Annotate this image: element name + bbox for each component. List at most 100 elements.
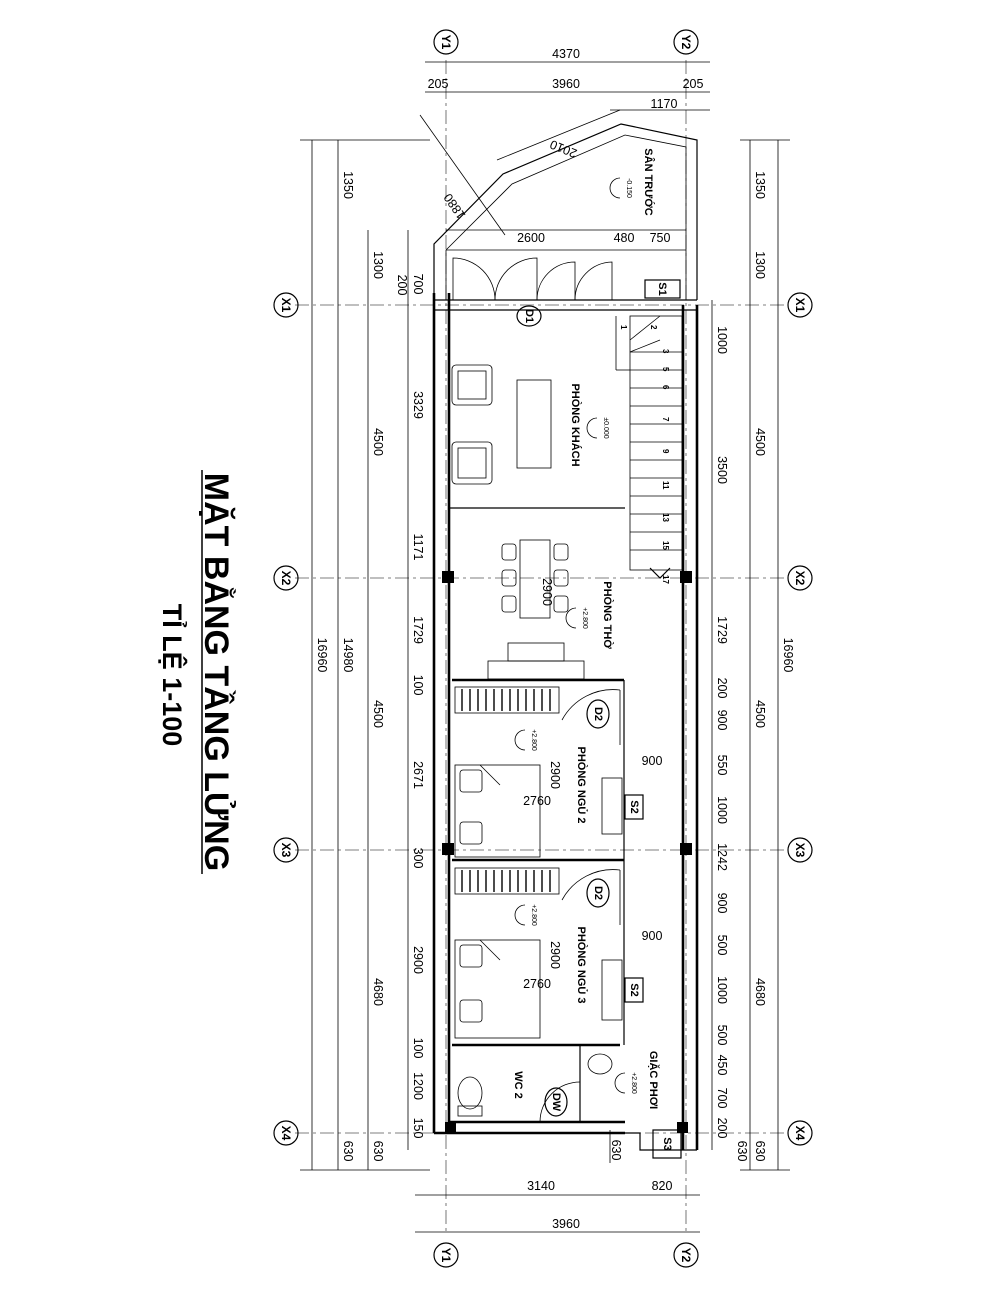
axis-x4-right: X4 <box>793 1126 807 1141</box>
dim-right-1242: 1242 <box>715 843 729 871</box>
axis-x2-left: X2 <box>279 571 293 586</box>
dim-left-3329: 3329 <box>411 391 425 419</box>
level-bed3: +2.800 <box>530 904 537 926</box>
stair-step-7: 7 <box>661 417 670 422</box>
stair-step-9: 9 <box>661 449 670 454</box>
dim-bottom-820: 820 <box>652 1179 673 1193</box>
dim-left-1171: 1171 <box>411 534 425 561</box>
stair-step-1: 1 <box>619 325 628 330</box>
dim-right-3500: 3500 <box>715 456 729 484</box>
stair-step-6: 6 <box>661 385 670 390</box>
tag-d2-bed3: D2 <box>592 886 604 900</box>
dim-right-200: 200 <box>715 678 729 699</box>
dim-inner-900-bed2: 900 <box>642 754 663 768</box>
dim-right-1300: 1300 <box>753 251 767 279</box>
dim-top-1880: 1880 <box>441 191 468 222</box>
dim-top-2600: 2600 <box>517 231 545 245</box>
dim-right-1729: 1729 <box>715 616 729 644</box>
tag-dw: DW <box>550 1093 562 1112</box>
axis-x3-left: X3 <box>279 843 293 858</box>
dim-right-700: 700 <box>715 1088 729 1109</box>
dim-inner-2760-bed2: 2760 <box>523 794 551 808</box>
room-labels: SÂN TRƯỚC PHÒNG KHÁCH PHÒNG THỜ PHÒNG NG… <box>512 148 660 1109</box>
axis-x2-right: X2 <box>793 571 807 586</box>
dim-right-1000-a: 1000 <box>715 326 729 354</box>
dim-top-1170: 1170 <box>651 97 678 111</box>
tag-s1: S1 <box>656 282 668 295</box>
dim-right-630: 630 <box>753 1141 767 1162</box>
door-window-tags: D1 D2 D2 DW S1 S2 S2 S3 <box>516 282 673 1151</box>
front-doors <box>452 257 681 301</box>
axis-x1-right: X1 <box>793 298 807 313</box>
axis-x4-left: X4 <box>279 1126 293 1141</box>
dining-set <box>487 539 585 680</box>
tag-d1: D1 <box>523 309 535 323</box>
dim-inner-2760-bed3: 2760 <box>523 977 551 991</box>
stair-step-3: 3 <box>661 349 670 354</box>
dim-top-2010: 2010 <box>548 137 579 160</box>
dim-left-300: 300 <box>411 848 425 869</box>
dim-left-4500-a: 4500 <box>371 428 385 456</box>
dim-left-100-a: 100 <box>411 675 425 696</box>
level-bed2: +2.800 <box>530 729 537 751</box>
level-marks: -0.150 ±0.000 +2.800 +2.800 +2.800 +2.80… <box>514 177 637 1094</box>
tag-s2-bed2: S2 <box>628 800 640 813</box>
staircase <box>615 315 683 579</box>
wc-fixtures <box>457 1053 682 1163</box>
dim-top-480: 480 <box>614 231 635 245</box>
room-label-wc: WC 2 <box>512 1071 524 1099</box>
dim-left-700: 700 <box>411 274 425 295</box>
level-front-yard: -0.150 <box>625 178 632 198</box>
dim-right-1350: 1350 <box>753 171 767 199</box>
dim-right-630-b: 630 <box>735 1141 749 1162</box>
dim-left-4500-b: 4500 <box>371 700 385 728</box>
tag-s3: S3 <box>661 1137 673 1150</box>
dim-top-205-right: 205 <box>683 77 704 91</box>
dim-bottom-630: 630 <box>609 1140 623 1161</box>
stair-step-11: 11 <box>661 481 670 490</box>
bedroom-3-furniture <box>454 867 623 1039</box>
tag-s2-bed3: S2 <box>628 983 640 996</box>
walls <box>432 293 699 1151</box>
room-label-worship: PHÒNG THỜ <box>601 581 614 649</box>
dim-right-200-b: 200 <box>715 1118 729 1139</box>
dim-left-4680: 4680 <box>371 978 385 1006</box>
dim-right-450: 450 <box>715 1055 729 1076</box>
dim-bottom-3140: 3140 <box>527 1179 555 1193</box>
stair-step-13: 13 <box>661 513 670 522</box>
axis-y2-top: Y2 <box>679 35 693 50</box>
stair-step-17: 17 <box>661 575 670 584</box>
dim-left-16960: 16960 <box>315 638 329 673</box>
dim-right-550: 550 <box>715 755 729 776</box>
dim-left-200: 200 <box>395 275 409 296</box>
dim-right-4680: 4680 <box>753 978 767 1006</box>
axis-x1-left: X1 <box>279 298 293 313</box>
axis-y1-top: Y1 <box>439 35 453 50</box>
drawing-title-main: MẶT BẰNG TẦNG LỬNG <box>197 473 235 871</box>
axis-y2-bottom: Y2 <box>679 1248 693 1263</box>
drawing-title: MẶT BẰNG TẦNG LỬNG TỈ LỆ 1-100 <box>157 470 235 874</box>
dim-left-150: 150 <box>411 1118 425 1139</box>
dim-top-4370: 4370 <box>552 47 580 61</box>
bedroom-2-furniture <box>454 686 623 858</box>
room-label-bed3: PHÒNG NGỦ 3 <box>575 926 588 1003</box>
room-label-drying: GIẶC PHƠI <box>647 1051 660 1109</box>
dim-inner-900-bed3: 900 <box>642 929 663 943</box>
dim-right-900-a: 900 <box>715 710 729 731</box>
dim-right-1000-b: 1000 <box>715 796 729 824</box>
dim-right-1000-c: 1000 <box>715 976 729 1004</box>
dim-inner-2900-bed3: 2900 <box>548 941 562 969</box>
dim-right-16960: 16960 <box>781 638 795 673</box>
room-label-living: PHÒNG KHÁCH <box>569 383 582 466</box>
dim-left-1300: 1300 <box>371 251 385 279</box>
stair-step-5: 5 <box>661 367 670 372</box>
dim-right-4500-a: 4500 <box>753 428 767 456</box>
dim-left-100-b: 100 <box>411 1038 425 1059</box>
room-label-bed2: PHÒNG NGỦ 2 <box>575 746 588 823</box>
stair-step-2: 2 <box>649 325 658 330</box>
dim-left-1350: 1350 <box>341 171 355 199</box>
dim-left-14980: 14980 <box>341 638 355 673</box>
stair-numbers: 1 2 3 5 6 7 9 11 13 15 17 <box>619 325 670 584</box>
level-drying: +2.800 <box>630 1072 637 1094</box>
